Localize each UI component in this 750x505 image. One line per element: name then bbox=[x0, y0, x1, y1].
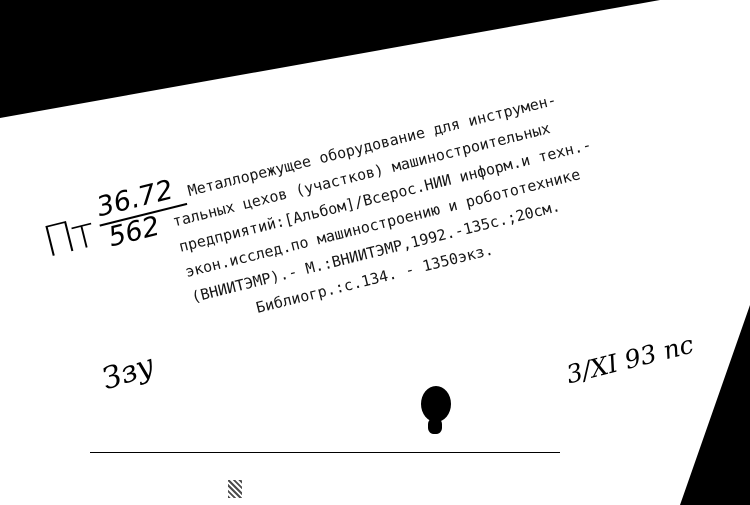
ink-blot-drip bbox=[428, 418, 442, 434]
edge-fragment: в bbox=[733, 355, 747, 383]
call-number-prefix: Пт bbox=[38, 207, 98, 267]
scan-speck bbox=[228, 480, 242, 498]
scan-line bbox=[90, 452, 560, 453]
ink-blot bbox=[421, 386, 451, 422]
bibliographic-record: Металлорежущее оборудование для инструме… bbox=[171, 81, 613, 330]
card-content: Пт 36.72 562 Металлорежущее оборудование… bbox=[18, 43, 750, 465]
